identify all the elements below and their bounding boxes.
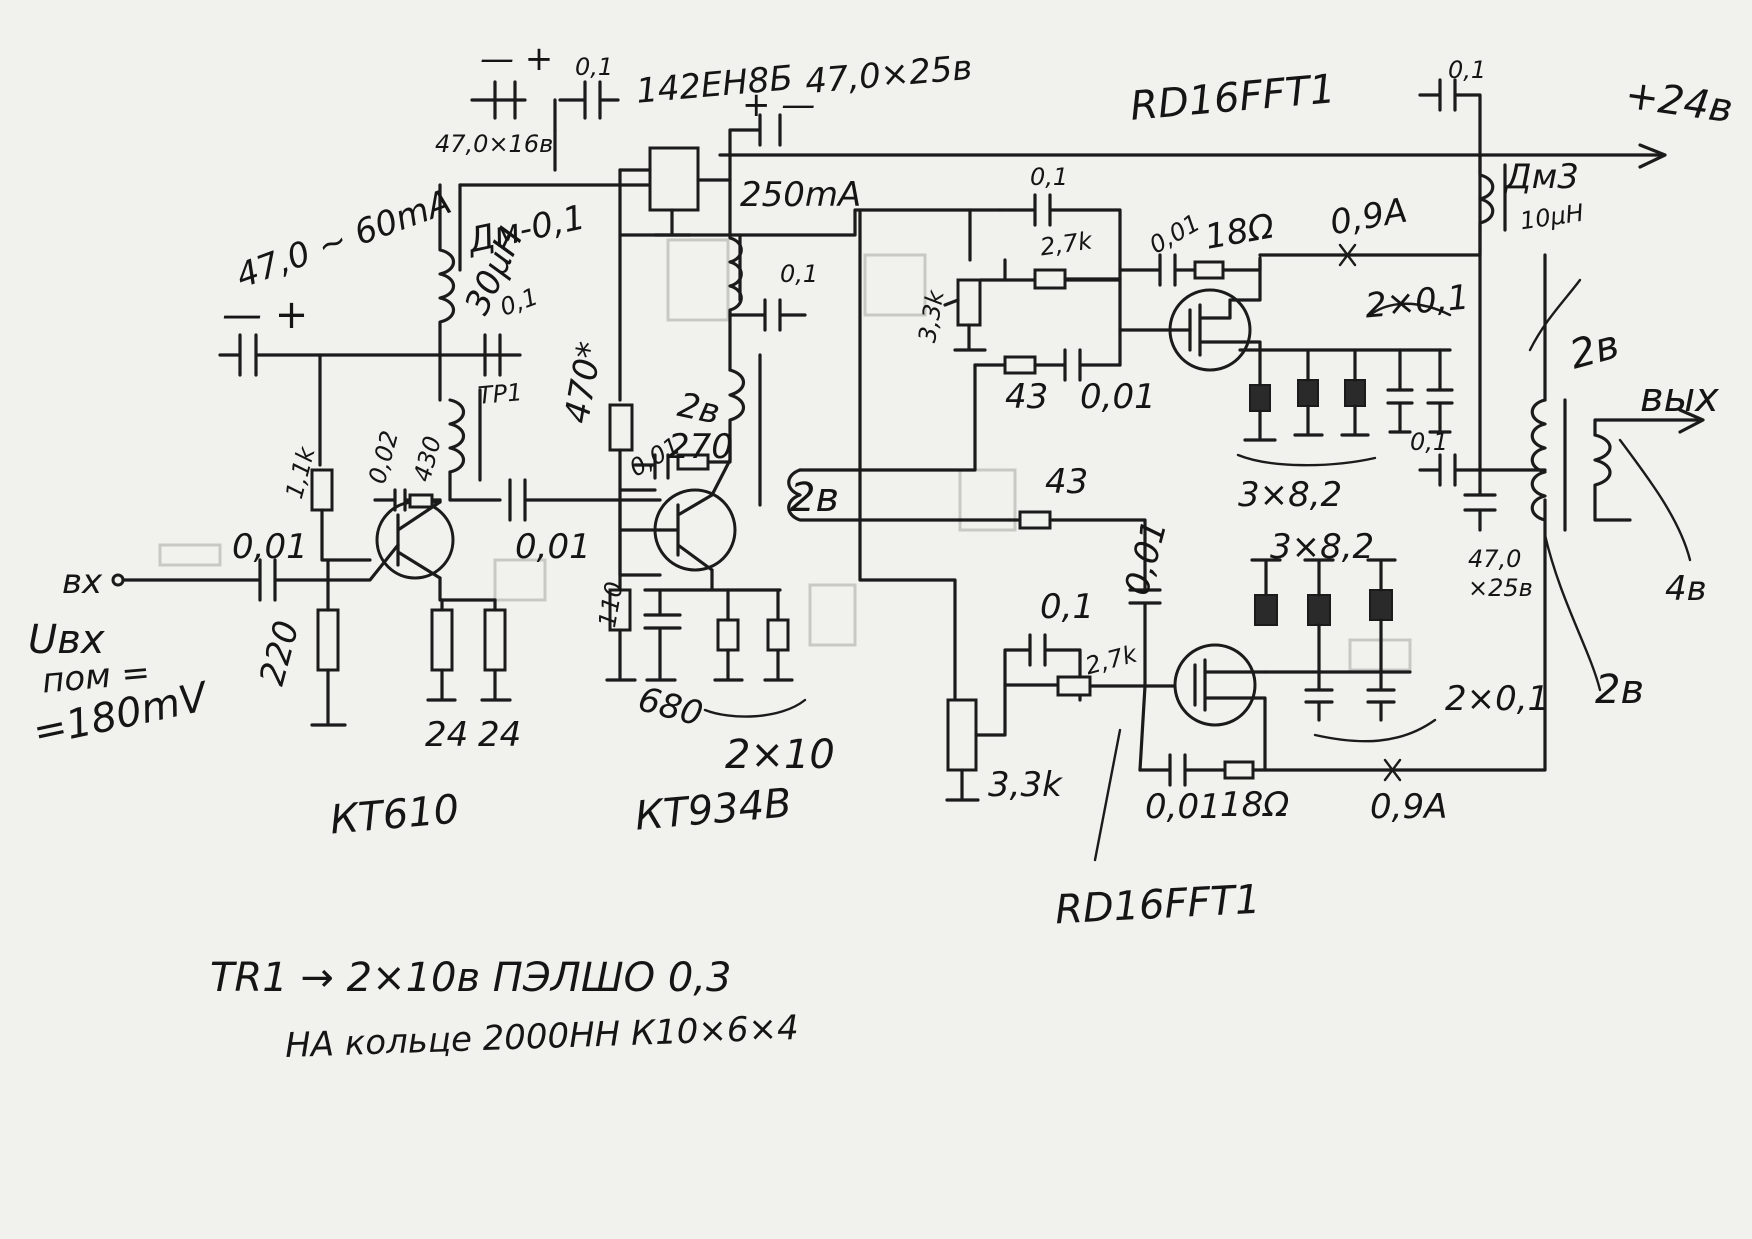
transistor-name-kt610: КТ610 — [328, 786, 461, 844]
capacitor-01-mid — [728, 298, 807, 332]
resistor-label-24-a: 24 — [425, 715, 469, 755]
capacitor-8-2-b — [1297, 379, 1319, 407]
resistor-label-24-b: 24 — [478, 715, 522, 755]
resistor-18-bottom — [1223, 760, 1255, 780]
capacitor-8-2-c — [1344, 379, 1366, 407]
capacitor-label-01-top-right: 0,1 — [1448, 56, 1487, 84]
resistor-label-43-top: 43 — [1005, 377, 1049, 417]
resistor-470 — [608, 403, 634, 452]
polarity-mark-left: — + — [222, 292, 309, 338]
mosfet-name-bottom: RD16FFT1 — [1053, 876, 1262, 934]
transformer-output — [1530, 398, 1547, 522]
mosfet-rd16fft1-bottom — [1173, 643, 1257, 727]
input-line — [118, 543, 400, 602]
output-winding-label-4v: 4в — [1665, 569, 1707, 609]
resistor-label-270: 270 — [668, 427, 733, 467]
capacitor-8-2-a — [1249, 384, 1271, 412]
capacitor-label-3x82-top: 3×8,2 — [1238, 475, 1343, 515]
transformer-label-2v-mid: 2в — [674, 385, 724, 433]
capacitor-01-top — [553, 80, 620, 132]
choke-30uh — [438, 183, 456, 357]
capacitor-label-3x82-bottom: 3×8,2 — [1270, 527, 1375, 567]
input-voltage-line1: Uвх — [28, 617, 105, 663]
output-arrow — [1678, 408, 1705, 434]
supply-arrow — [1638, 143, 1667, 169]
capacitor-47uf-16v — [470, 80, 527, 120]
trimmer-3-3k-bottom — [946, 698, 978, 772]
choke-dm3 — [1478, 153, 1495, 472]
capacitor-8-2-d — [1254, 594, 1278, 626]
resistor-label-2-7k-top: 2,7k — [1038, 226, 1094, 262]
transistor-kt610 — [375, 500, 455, 580]
capacitor-label-01-top-left: 0,1 — [575, 53, 614, 81]
transformer-label-tp1: TP1 — [476, 378, 524, 410]
regulator-ic — [648, 146, 700, 212]
capacitor-label-01-bottom: 0,1 — [1040, 587, 1095, 627]
resistor-label-110: 110 — [593, 579, 629, 630]
resistor-220 — [316, 608, 340, 672]
capacitor-label-01-mid: 0,1 — [780, 260, 819, 288]
capacitor-8-2-f — [1369, 589, 1393, 621]
transformer-2v-driver — [728, 368, 746, 462]
transformer-label-2v-lower: 2в — [790, 475, 840, 521]
transformer-label-2v-bottom: 2в — [1595, 667, 1645, 713]
resistor-18-top — [1193, 260, 1225, 280]
transformer-label-2v-top: 2в — [1564, 321, 1625, 379]
capacitor-label-001-base: 0,01 — [515, 527, 591, 567]
resistor-24-a — [430, 608, 454, 672]
resistor-43-mid — [1018, 510, 1052, 530]
resistor-2-7k-bottom — [1056, 675, 1092, 697]
resistor-10-b — [766, 618, 790, 652]
resistor-2-7k-top — [1033, 268, 1067, 290]
output-label: вых — [1640, 375, 1719, 421]
resistor-label-2x10: 2×10 — [725, 732, 835, 778]
capacitor-8-2-e — [1307, 594, 1331, 626]
trimmer-3-3k-top — [956, 278, 982, 327]
resistor-label-43-mid: 43 — [1045, 462, 1089, 502]
resistor-10-a — [716, 618, 740, 652]
polarity-mark-top-left: — + — [480, 39, 554, 79]
capacitor-label-01-out: 0,1 — [1410, 428, 1449, 456]
resistor-43-top — [1003, 355, 1037, 375]
capacitor-label-001-bottom: 0,01 — [1145, 787, 1221, 827]
capacitor-label-01-k1: 0,1 — [1030, 163, 1069, 191]
transformer-2v-input — [787, 468, 862, 522]
polarity-mark-top: + — — [742, 85, 816, 125]
input-label: вх — [62, 562, 103, 602]
trimmer-label-3-3k-bottom: 3,3k — [988, 765, 1062, 805]
capacitor-680 — [643, 588, 682, 682]
current-label-250ma: 250mA — [740, 175, 862, 215]
current-label-09a-bottom: 0,9A — [1370, 787, 1448, 827]
capacitor-label-001-in: 0,01 — [232, 527, 308, 567]
capacitor-label-47x25-out: 47,0 ×25в — [1468, 545, 1533, 602]
transformer-tp1 — [438, 353, 482, 482]
resistor-24-b — [483, 608, 507, 672]
capacitor-label-47x16: 47,0×16в — [435, 130, 554, 158]
ghost-bleed — [158, 238, 1412, 672]
resistor-1-1k — [310, 468, 334, 512]
capacitor-label-001-mid: 0,01 — [1080, 377, 1156, 417]
resistor-label-18-bottom: 18Ω — [1220, 785, 1290, 825]
capacitor-label-2x01-top: 2×0,1 — [1363, 277, 1471, 327]
input-terminal — [111, 573, 125, 587]
capacitor-47uf-25v — [728, 113, 782, 182]
capacitor-47uf-25v-out — [1463, 468, 1497, 532]
note-transformer-winding: TR1 → 2×10в ПЭЛШО 0,3 — [210, 955, 732, 1001]
choke-label-dm3: Дм3 — [1505, 157, 1579, 197]
capacitor-label-2x01-bottom: 2×0,1 — [1445, 679, 1550, 719]
